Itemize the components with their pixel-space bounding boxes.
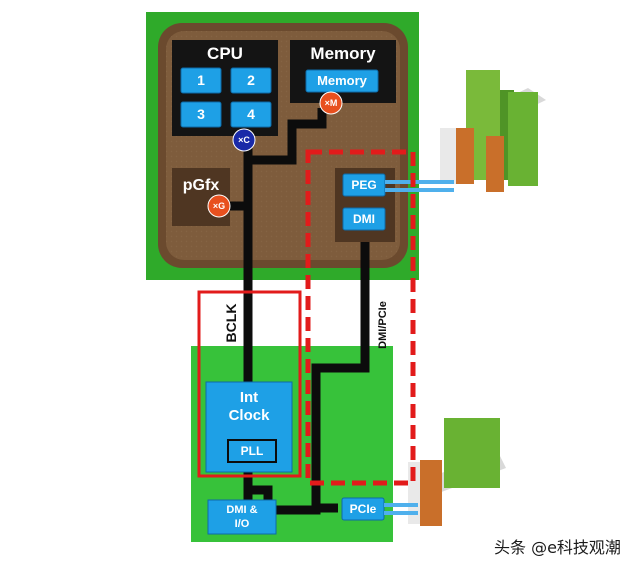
pcie-clock-dashed-highlight — [305, 149, 416, 486]
bclk-highlight-box — [197, 290, 302, 478]
graphics-multiplier-label: ×G — [212, 201, 226, 211]
pcie-slot-bottom — [408, 418, 506, 526]
peg-slot-link — [385, 180, 454, 192]
int-clock-label-line1: Int — [239, 389, 259, 406]
dmi-pcie-label: DMI/PCIe — [377, 301, 389, 349]
int-clock-label-line2: Clock — [228, 407, 270, 424]
pll-block — [227, 439, 277, 463]
peg-chip — [342, 173, 386, 197]
cpu-title: CPU — [207, 44, 243, 63]
dmi-io-block — [207, 499, 277, 535]
dmi-io-label-line1: DMI & — [226, 504, 258, 516]
pcie-slot-link — [384, 503, 418, 515]
peg-label: PEG — [351, 178, 377, 192]
pll-label: PLL — [240, 444, 264, 458]
pcie-chip — [341, 497, 385, 521]
bclk-label: BCLK — [223, 303, 239, 343]
core-4 — [230, 101, 272, 128]
dmi-cpu-label: DMI — [353, 212, 375, 226]
core-2 — [230, 67, 272, 94]
memory-multiplier-badge — [319, 91, 343, 115]
dmi-chip-cpu — [342, 207, 386, 231]
memory-chip-label: Memory — [317, 73, 367, 88]
graphics-multiplier-badge — [207, 194, 231, 218]
memory-chip — [305, 69, 379, 93]
memory-title: Memory — [310, 44, 376, 63]
zhihu-watermark: 知乎 @芝华 — [476, 523, 540, 537]
core-3 — [180, 101, 222, 128]
pcie-label: PCIe — [349, 502, 377, 516]
toutiao-watermark: 头条 @e科技观潮 — [494, 538, 621, 557]
pcie-slot-top — [440, 70, 546, 192]
graphics-title: pGfx — [182, 177, 220, 194]
dmi-io-label-line2: I/O — [234, 518, 250, 530]
core-2-label: 2 — [247, 72, 255, 88]
core-multiplier-label: ×C — [238, 135, 250, 145]
memory-multiplier-label: ×M — [324, 98, 338, 108]
core-1 — [180, 67, 222, 94]
core-3-label: 3 — [197, 106, 205, 122]
core-4-label: 4 — [247, 106, 255, 122]
core-multiplier-badge — [232, 128, 256, 152]
core-1-label: 1 — [197, 72, 205, 88]
